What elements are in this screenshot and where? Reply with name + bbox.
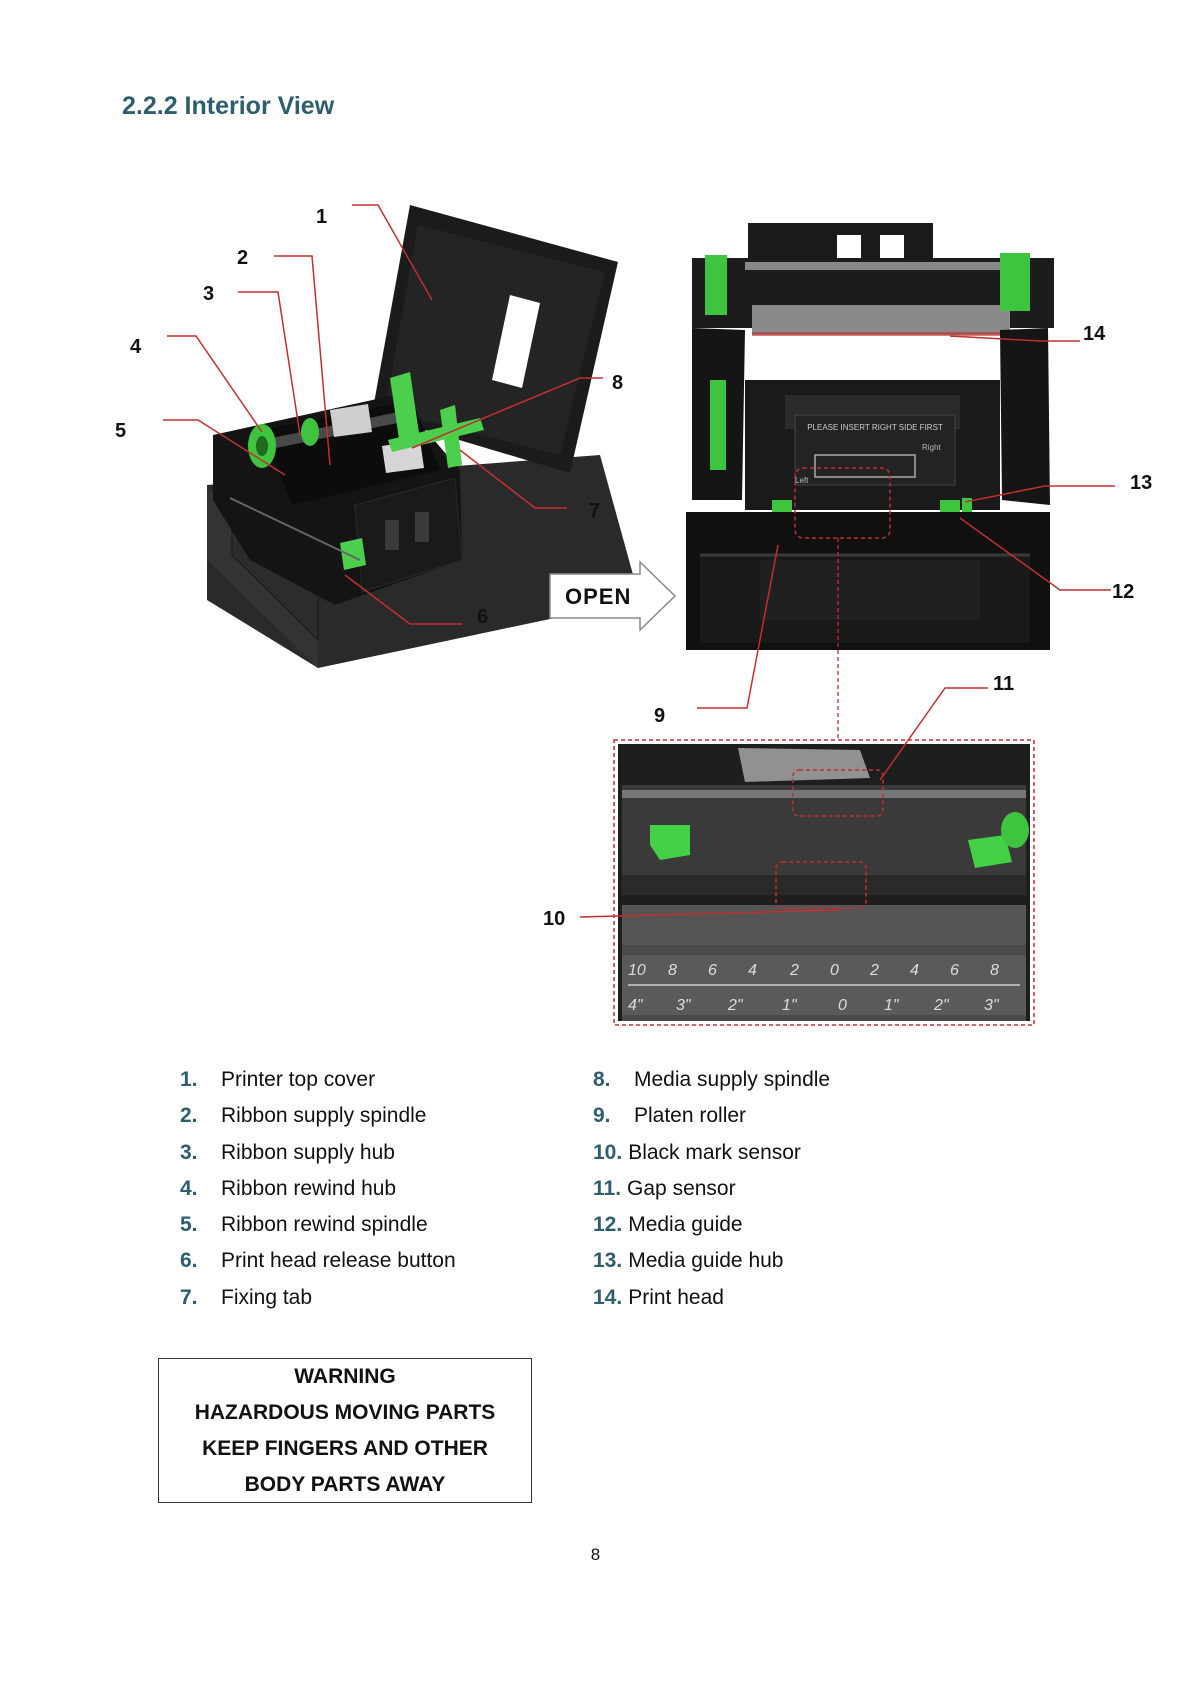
insert-right: Right	[922, 443, 941, 452]
ruler-bottom-3: 1"	[782, 997, 798, 1014]
callout-7: 7	[589, 500, 600, 522]
legend-item: 12.Media guide	[593, 1213, 830, 1249]
legend-text: Printer top cover	[221, 1068, 376, 1091]
legend-number: 3.	[180, 1140, 198, 1164]
insert-left: Left	[795, 476, 809, 485]
legend-text: Print head	[628, 1285, 724, 1309]
legend-number: 2.	[180, 1104, 198, 1128]
callout-9: 9	[654, 705, 665, 727]
ruler-top-5: 0	[830, 962, 839, 979]
ruler-top-4: 2	[789, 962, 799, 979]
insert-notice: PLEASE INSERT RIGHT SIDE FIRST	[807, 423, 943, 432]
callout-3: 3	[203, 283, 214, 305]
legend-text: Ribbon rewind hub	[221, 1176, 397, 1200]
legend-item: 4. Ribbon rewind hub	[180, 1177, 456, 1213]
legend-number: 8.	[593, 1068, 611, 1091]
ruler-bottom-2: 2"	[727, 997, 744, 1014]
printer-front-illustration: PLEASE INSERT RIGHT SIDE FIRST Left Righ…	[686, 223, 1054, 650]
ruler-top-1: 8	[668, 962, 677, 979]
legend-number: 14.	[593, 1285, 623, 1309]
callout-5: 5	[115, 420, 126, 442]
ruler-top-0: 10	[628, 962, 646, 979]
legend-text: Ribbon supply hub	[221, 1140, 395, 1164]
legend-item: 11.Gap sensor	[593, 1177, 830, 1213]
legend-number: 4.	[180, 1176, 198, 1200]
legend-text: Media guide hub	[628, 1249, 784, 1273]
callout-1: 1	[316, 206, 327, 228]
legend-number: 10.	[593, 1140, 623, 1164]
legend-item: 13.Media guide hub	[593, 1249, 830, 1285]
legend-text: Fixing tab	[221, 1285, 313, 1309]
callout-6: 6	[477, 606, 488, 628]
ruler-bottom-1: 3"	[676, 997, 692, 1014]
warning-title: WARNING	[294, 1364, 396, 1388]
legend-right: 8. Media supply spindle 9. Platen roller 1…	[593, 1068, 830, 1322]
callout-2: 2	[237, 247, 248, 269]
legend-text: Media supply spindle	[634, 1068, 831, 1091]
ruler-top-3: 4	[748, 962, 757, 979]
callout-12: 12	[1112, 581, 1134, 603]
callout-14: 14	[1083, 323, 1106, 345]
legend-text: Print head release button	[221, 1249, 456, 1273]
legend-number: 5.	[180, 1213, 198, 1237]
callout-10: 10	[543, 908, 565, 930]
legend-number: 1.	[180, 1068, 198, 1091]
legend-text: Black mark sensor	[628, 1140, 801, 1164]
callout-4: 4	[130, 336, 142, 358]
printer-cover-open-illustration	[207, 205, 640, 668]
ruler-bottom-5: 1"	[884, 997, 900, 1014]
legend-text: Ribbon rewind spindle	[221, 1213, 428, 1237]
legend-item: 9. Platen roller	[593, 1104, 830, 1140]
callout-13: 13	[1130, 472, 1152, 494]
warning-box: WARNING HAZARDOUS MOVING PARTS KEEP FING…	[158, 1358, 532, 1503]
ruler-top-8: 6	[950, 962, 959, 979]
ruler-top-2: 6	[708, 962, 717, 979]
ruler-top-9: 8	[990, 962, 999, 979]
legend-item: 6. Print head release button	[180, 1249, 456, 1285]
page-number: 8	[590, 1545, 601, 1564]
legend-number: 12.	[593, 1213, 623, 1237]
legend-item: 5. Ribbon rewind spindle	[180, 1213, 456, 1249]
legend-text: Platen roller	[634, 1104, 747, 1128]
legend-item: 2. Ribbon supply spindle	[180, 1104, 456, 1140]
ruler-bottom-6: 2"	[933, 997, 950, 1014]
legend-item: 10.Black mark sensor	[593, 1141, 830, 1177]
legend-text: Ribbon supply spindle	[221, 1104, 427, 1128]
warning-line: HAZARDOUS MOVING PARTS	[194, 1400, 496, 1424]
legend-left: 1. Printer top cover 2. Ribbon supply spin…	[180, 1068, 456, 1322]
legend-item: 7. Fixing tab	[180, 1286, 456, 1322]
open-label: OPEN	[565, 584, 631, 609]
ruler-top-7: 4	[910, 962, 919, 979]
legend-text: Media guide	[628, 1213, 743, 1237]
callout-11: 11	[993, 673, 1014, 695]
callout-lines	[163, 204, 1115, 918]
sensor-closeup-photo: 10 8 6 4 2 0 2 4 6 8 4" 3" 2" 1" 0 1" 2"…	[613, 739, 1035, 1026]
legend-text: Gap sensor	[627, 1176, 736, 1200]
ruler-bottom-4: 0	[838, 997, 847, 1014]
warning-line: KEEP FINGERS AND OTHER	[202, 1436, 488, 1460]
legend-item: 14.Print head	[593, 1286, 830, 1322]
legend-item: 3. Ribbon supply hub	[180, 1141, 456, 1177]
warning-line: BODY PARTS AWAY	[244, 1472, 446, 1496]
ruler-bottom-0: 4"	[628, 997, 644, 1014]
ruler-bottom-7: 3"	[984, 997, 1000, 1014]
legend-number: 7.	[180, 1285, 198, 1309]
callout-8: 8	[612, 372, 623, 394]
legend-number: 6.	[180, 1249, 198, 1273]
section-heading: 2.2.2 Interior View	[122, 92, 335, 120]
legend-number: 13.	[593, 1249, 623, 1273]
legend-number: 9.	[593, 1104, 611, 1128]
legend-number: 11.	[593, 1176, 622, 1200]
callout-numbers: 1 2 3 4 5 6 7 8 9 10 11 12 13 14	[115, 206, 1152, 930]
legend-item: 1. Printer top cover	[180, 1068, 456, 1104]
legend-item: 8. Media supply spindle	[593, 1068, 830, 1104]
ruler-top-6: 2	[869, 962, 879, 979]
open-arrow: OPEN	[549, 560, 677, 632]
interior-view-figure: PLEASE INSERT RIGHT SIDE FIRST Left Righ…	[115, 204, 1152, 1026]
